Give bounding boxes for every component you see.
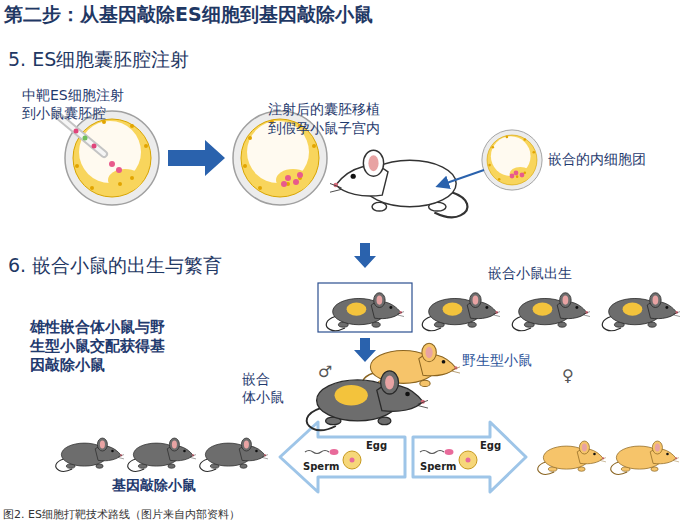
mouse-figure: [538, 441, 606, 474]
step-note: 注射后的囊胚移植 到假孕小鼠子宫内: [268, 100, 380, 138]
gamete-label: Egg: [480, 440, 501, 452]
process-arrow: [168, 140, 225, 176]
mouse-figure: [611, 441, 679, 474]
illustration-part: [443, 303, 463, 316]
egg-symbol: [343, 451, 361, 469]
section-heading: 5. ES细胞囊胚腔注射: [8, 48, 189, 71]
es-cell: [510, 174, 515, 179]
section-heading: 6. 嵌合小鼠的出生与繁育: [8, 254, 222, 277]
mouse-figure: [422, 293, 500, 331]
process-arrow: [354, 338, 376, 362]
es-cell: [92, 144, 97, 149]
illustration-part: [56, 438, 124, 471]
mouse-figure: [56, 438, 124, 471]
figure-label: 嵌合小鼠出生: [488, 265, 572, 282]
illustration-part: [611, 441, 679, 474]
es-cell: [281, 181, 287, 187]
mouse-figure: [602, 293, 680, 331]
gamete-label: Sperm: [303, 461, 340, 473]
process-arrow: [354, 243, 376, 268]
figure-caption: 图2. ES细胞打靶技术路线（图片来自内部资料）: [3, 508, 240, 521]
sex-symbol: ♀: [562, 366, 574, 385]
illustration-part: [326, 293, 404, 331]
hollow-arrow: [280, 422, 405, 492]
illustration-part: [347, 303, 367, 316]
figure-label: 野生型小鼠: [462, 352, 532, 369]
mouse-figure: [128, 438, 196, 471]
sperm-symbol: [420, 451, 444, 454]
figure-label: 嵌合 体小鼠: [242, 370, 284, 406]
illustration-part: [335, 385, 368, 405]
highlight-box: [318, 283, 412, 332]
mouse-figure: [512, 293, 590, 331]
sex-symbol: ♂: [318, 362, 332, 381]
es-cell: [293, 179, 299, 185]
egg-symbol: [459, 451, 477, 469]
blastocyst-inset: [482, 130, 542, 190]
gamete-label: Egg: [366, 440, 387, 452]
es-cell: [520, 173, 525, 178]
es-cell: [116, 167, 122, 173]
illustration-part: [128, 438, 196, 471]
es-cell: [285, 175, 291, 181]
illustration-part: [602, 293, 680, 331]
es-cell: [297, 172, 303, 178]
es-cell: [74, 129, 79, 134]
mouse-figure: [200, 438, 268, 471]
gamete-label: Sperm: [420, 461, 457, 473]
illustration-part: [538, 441, 606, 474]
hollow-arrow: [413, 422, 526, 492]
illustration-part: [200, 438, 268, 471]
egg-symbol: [466, 458, 471, 463]
figure-label: 基因敲除小鼠: [112, 477, 196, 494]
figure-label: 嵌合的内细胞团: [548, 151, 646, 168]
mouse-figure: [326, 293, 404, 331]
egg-symbol: [350, 458, 355, 463]
sperm-symbol: [445, 449, 454, 455]
es-cell: [109, 161, 115, 167]
blastocyst: [65, 111, 159, 205]
sperm-symbol: [305, 451, 329, 454]
step-note: 雄性嵌合体小鼠与野 生型小鼠交配获得基 因敲除小鼠: [30, 318, 165, 375]
step-note: 中靶ES细胞注射 到小鼠囊胚腔: [22, 86, 124, 122]
illustration-part: [623, 303, 643, 316]
pointer-line: [438, 170, 484, 186]
illustration-part: [533, 303, 553, 316]
sperm-symbol: [330, 449, 339, 455]
illustration-part: [512, 293, 590, 331]
es-cell: [514, 171, 519, 176]
page-title: 第二步：从基因敲除ES细胞到基因敲除小鼠: [4, 3, 373, 26]
es-cell: [83, 136, 88, 141]
illustration-part: [422, 293, 500, 331]
